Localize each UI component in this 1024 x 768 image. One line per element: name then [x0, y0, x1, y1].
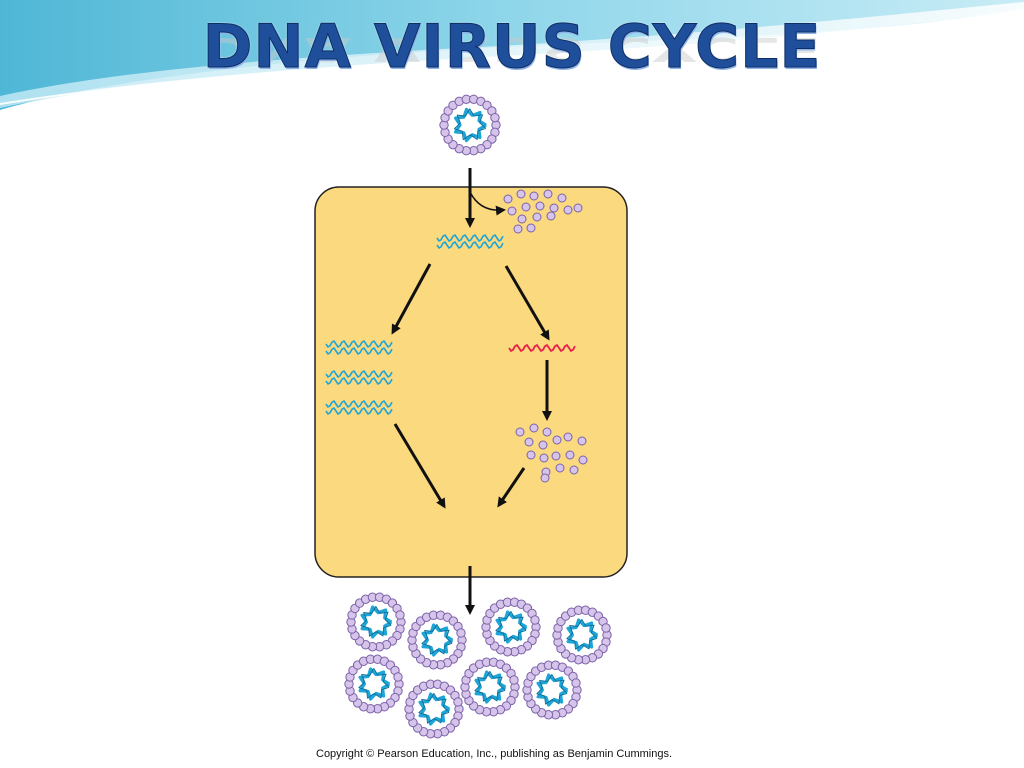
uncoating-arrow [469, 191, 506, 216]
progeny-virion [481, 597, 541, 657]
arrows-group [391, 168, 552, 615]
header-wave-highlight [0, 2, 1024, 108]
progeny-virion [404, 679, 464, 739]
dna-to-assembly-arrow [393, 423, 446, 509]
capsomere-groups [503, 189, 588, 483]
copyright-notice: Copyright © Pearson Education, Inc., pub… [316, 748, 673, 760]
replicated-dna-copy [325, 400, 393, 415]
replicated-dna-copy [325, 340, 393, 355]
progeny-virion [407, 610, 467, 670]
virions-group [344, 94, 612, 739]
slide-title: DNA VIRUS CYCLE [202, 12, 822, 83]
replicated-dna-copy [325, 370, 393, 385]
new-capsid-proteins [515, 423, 588, 483]
progeny-virion [344, 654, 404, 714]
replication-arrow [391, 263, 432, 335]
entering-virion [439, 94, 501, 156]
progeny-virion [552, 605, 612, 665]
header-wave-line [0, 13, 1024, 105]
nucleic-acid-strands [325, 234, 576, 415]
viral-dna [436, 234, 504, 249]
released-capsid-proteins [503, 189, 583, 234]
transcription-arrow [504, 265, 550, 341]
capsid-to-assembly-arrow [497, 467, 526, 508]
progeny-virion [460, 657, 520, 717]
progeny-virion [346, 592, 406, 652]
progeny-virion [522, 660, 582, 720]
viral-mrna [508, 343, 576, 353]
